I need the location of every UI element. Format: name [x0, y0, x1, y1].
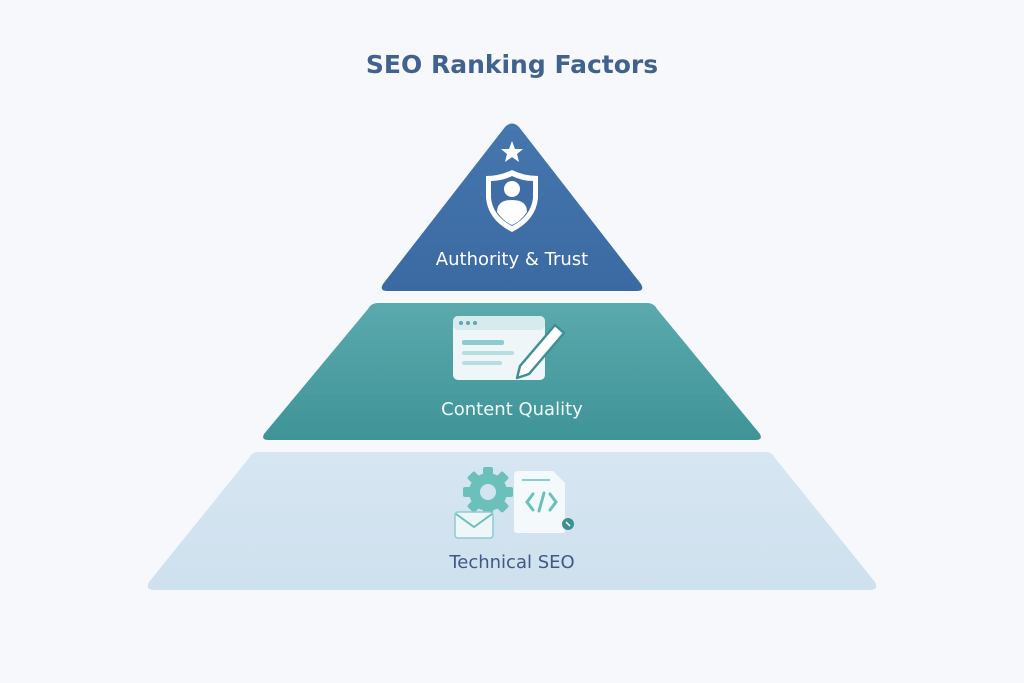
- shield-user-icon: [486, 170, 538, 232]
- diagram-title: SEO Ranking Factors: [366, 50, 658, 79]
- tier-label: Technical SEO: [448, 552, 574, 573]
- tier-content-quality: Content Quality: [263, 303, 761, 440]
- envelope-icon: [454, 511, 494, 539]
- tier-shape: [147, 452, 877, 590]
- gear-icon: [463, 467, 513, 517]
- tier-authority-trust: Authority & Trust: [381, 123, 643, 291]
- tier-label: Authority & Trust: [436, 249, 588, 270]
- code-file-icon: [514, 471, 574, 533]
- tier-technical-seo: Technical SEO: [147, 452, 877, 590]
- star-icon: [501, 141, 523, 162]
- tier-label: Content Quality: [441, 399, 583, 420]
- browser-pencil-icon: [453, 316, 566, 380]
